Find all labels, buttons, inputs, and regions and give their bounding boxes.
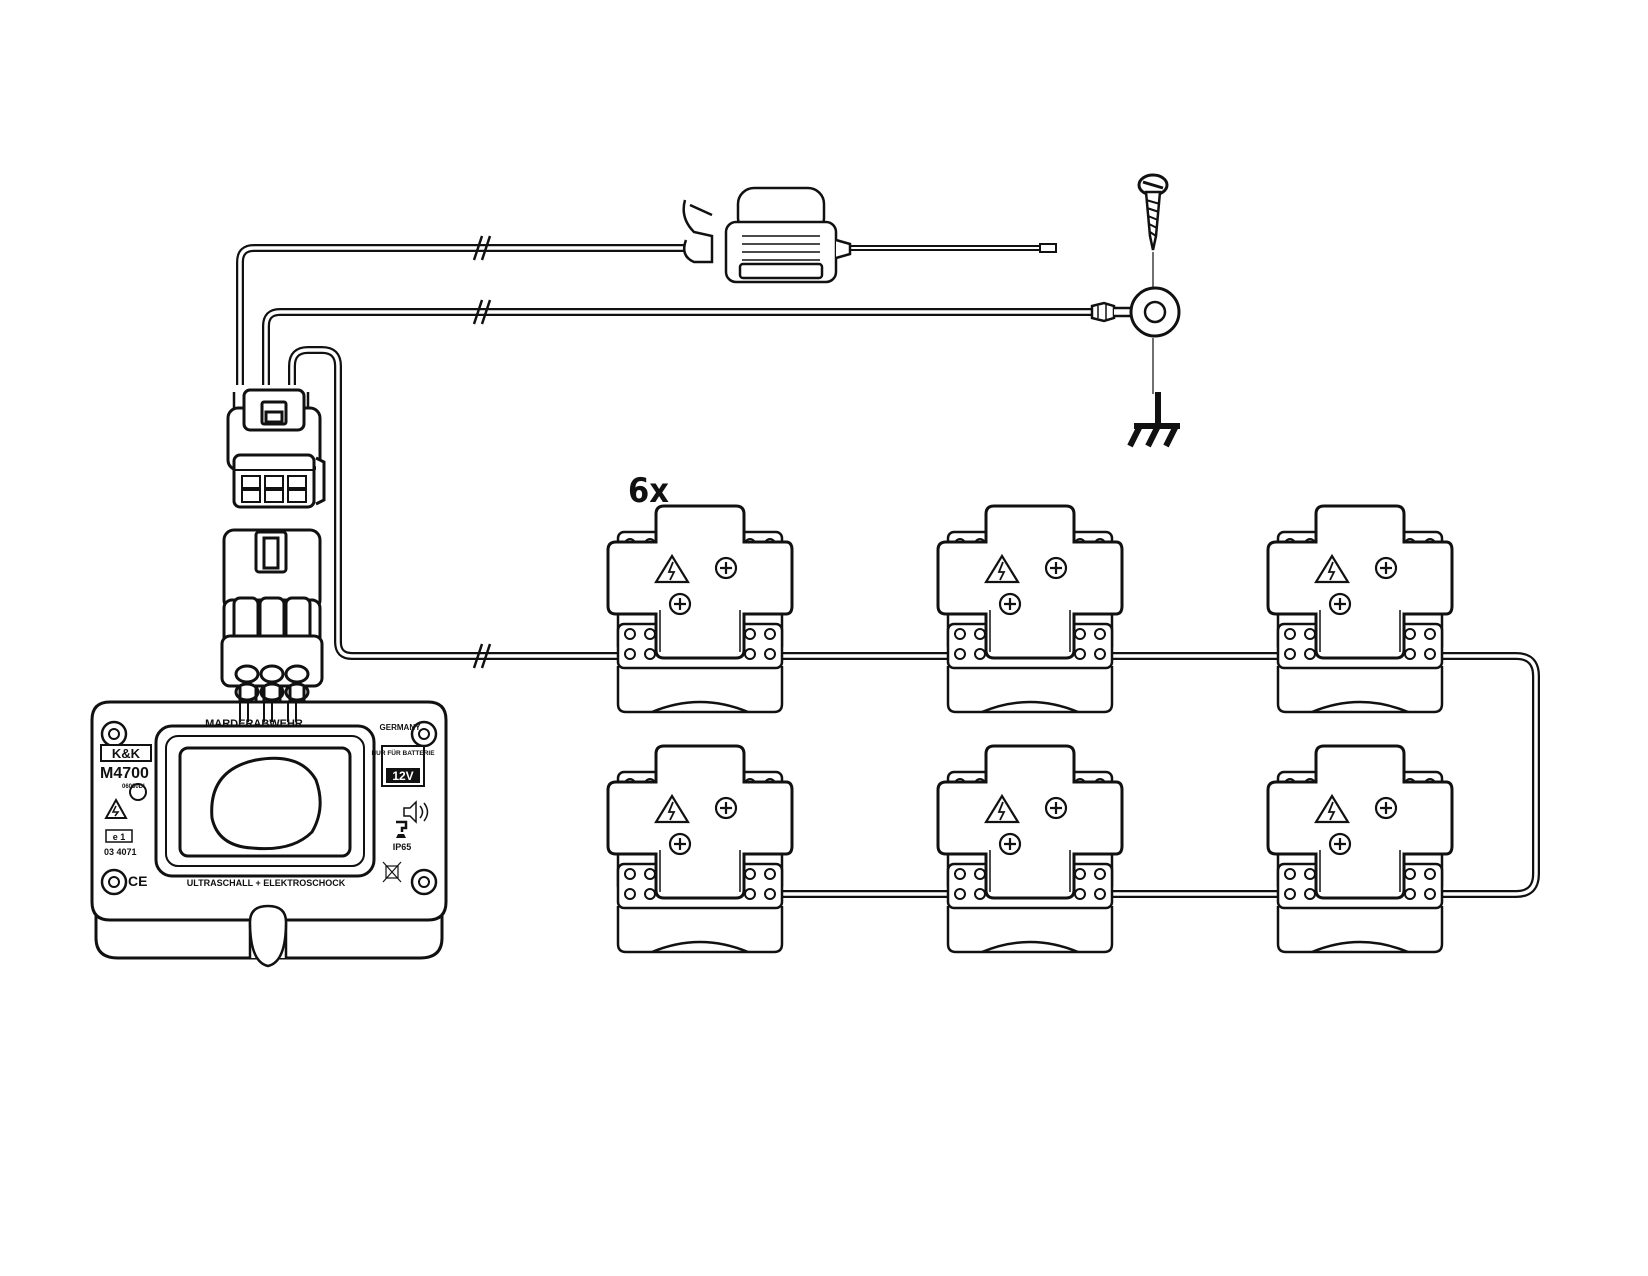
connector-female-icon [226, 388, 326, 509]
shock-plate [1266, 504, 1454, 714]
ce-mark: CE [128, 873, 147, 889]
model-number: M4700 [100, 765, 149, 782]
quantity-label: 6x [628, 471, 669, 511]
brand-name: K&K [112, 746, 141, 761]
shock-plate [606, 744, 794, 954]
screw-icon [1137, 173, 1169, 304]
battery-note: NUR FÜR BATTERIE [371, 748, 435, 757]
shock-plate [936, 504, 1124, 714]
water-drop-icon [396, 820, 408, 838]
fuse-holder-icon [682, 186, 852, 284]
ring-terminal-icon [1090, 286, 1181, 394]
voltage-label: 12V [392, 769, 413, 783]
wire-end [1039, 243, 1057, 253]
ground-icon [1127, 392, 1180, 448]
speaker-icon [403, 800, 429, 824]
ip-rating: IP65 [393, 842, 412, 852]
warning-label [104, 797, 128, 819]
connector-male-icon [220, 528, 324, 720]
shock-plate [1266, 744, 1454, 954]
waste-bin-icon [382, 861, 402, 883]
device-footer: ULTRASCHALL + ELEKTROSCHOCK [187, 878, 346, 888]
serial-number: 06030DI [122, 784, 145, 790]
cable-ground [262, 308, 1092, 385]
brand-logo: K&K [100, 744, 152, 762]
shock-plate [606, 504, 794, 714]
approval-number: 03 4071 [104, 847, 137, 857]
battery-label: NUR FÜR BATTERIE 12V [371, 745, 435, 787]
cable-plates [288, 346, 1540, 898]
approval-mark: e 1 [113, 832, 126, 842]
control-unit: MARDERABWEHR GERMANY K&K M4700 06030DI e… [90, 700, 448, 968]
device-title: MARDERABWEHR [205, 718, 303, 730]
cable-power [236, 244, 1040, 385]
device-origin: GERMANY [380, 723, 422, 732]
shock-plate [936, 744, 1124, 954]
